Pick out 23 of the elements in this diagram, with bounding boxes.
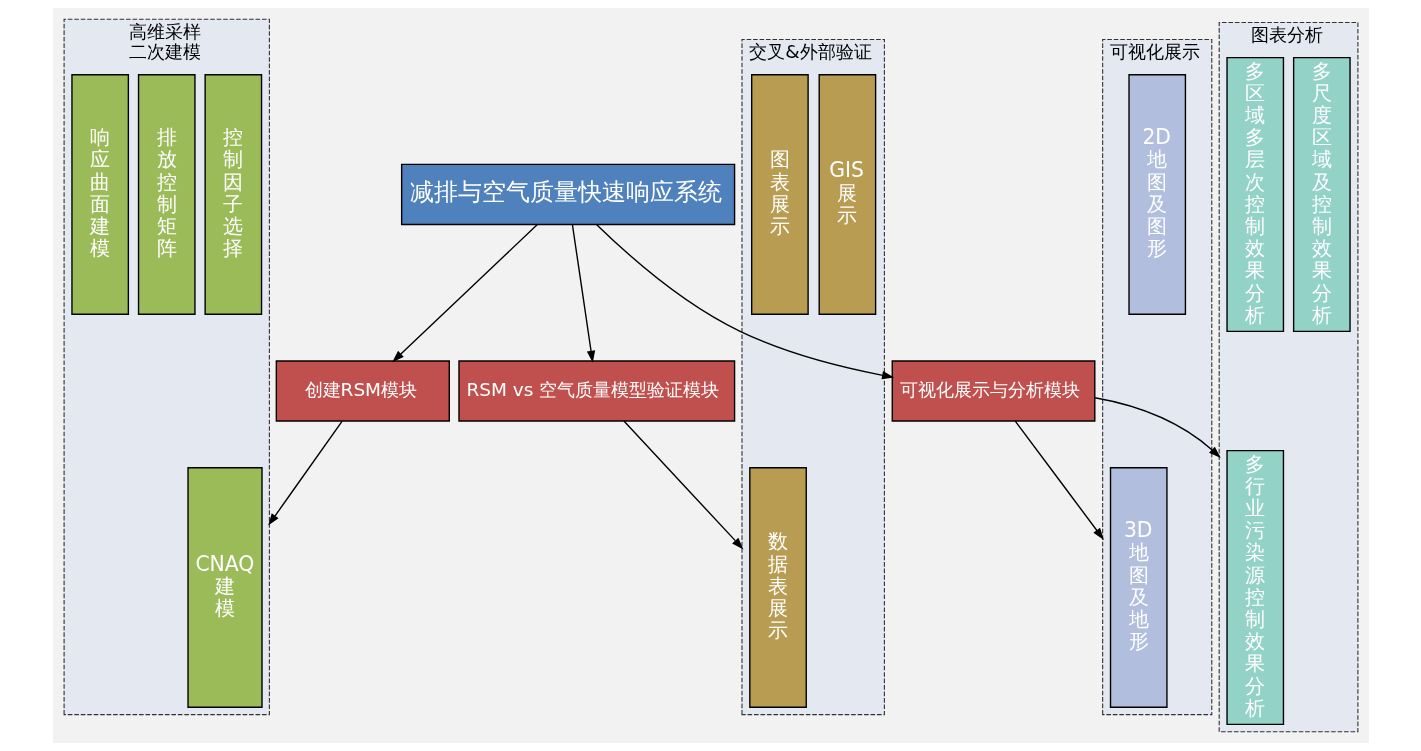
node-box: 图表展示 — [750, 74, 809, 315]
node-box: GIS展示 — [818, 74, 876, 315]
node-box: 多区域多层次控制效果分析 — [1225, 56, 1284, 333]
arrow — [1014, 420, 1104, 540]
node-box: 排放控制矩阵 — [137, 74, 196, 315]
node-box: 响应曲面建模 — [70, 74, 129, 315]
arrow — [595, 224, 894, 380]
node-box: 多尺度区域及控制效果分析 — [1292, 56, 1351, 333]
node-box: 减排与空气质量快速响应系统 — [400, 163, 735, 226]
node-box: CNAQ建模 — [186, 467, 263, 708]
arrow — [1093, 397, 1221, 458]
node-box: 2D地图及图形 — [1127, 74, 1186, 315]
arrow — [391, 223, 538, 363]
node-box: RSM vs 空气质量模型验证模块 — [457, 360, 735, 422]
arrow — [622, 420, 743, 550]
node-box: 数据表展示 — [748, 467, 807, 708]
node-box: 3D地图及地形 — [1109, 467, 1168, 708]
node-box: 控制因子选择 — [203, 74, 262, 315]
arrow — [267, 420, 343, 526]
node-box: 多行业污染源控制效果分析 — [1225, 449, 1284, 726]
node-box: 创建RSM模块 — [275, 360, 450, 422]
node-box: 可视化展示与分析模块 — [891, 360, 1095, 422]
arrow — [571, 223, 595, 363]
